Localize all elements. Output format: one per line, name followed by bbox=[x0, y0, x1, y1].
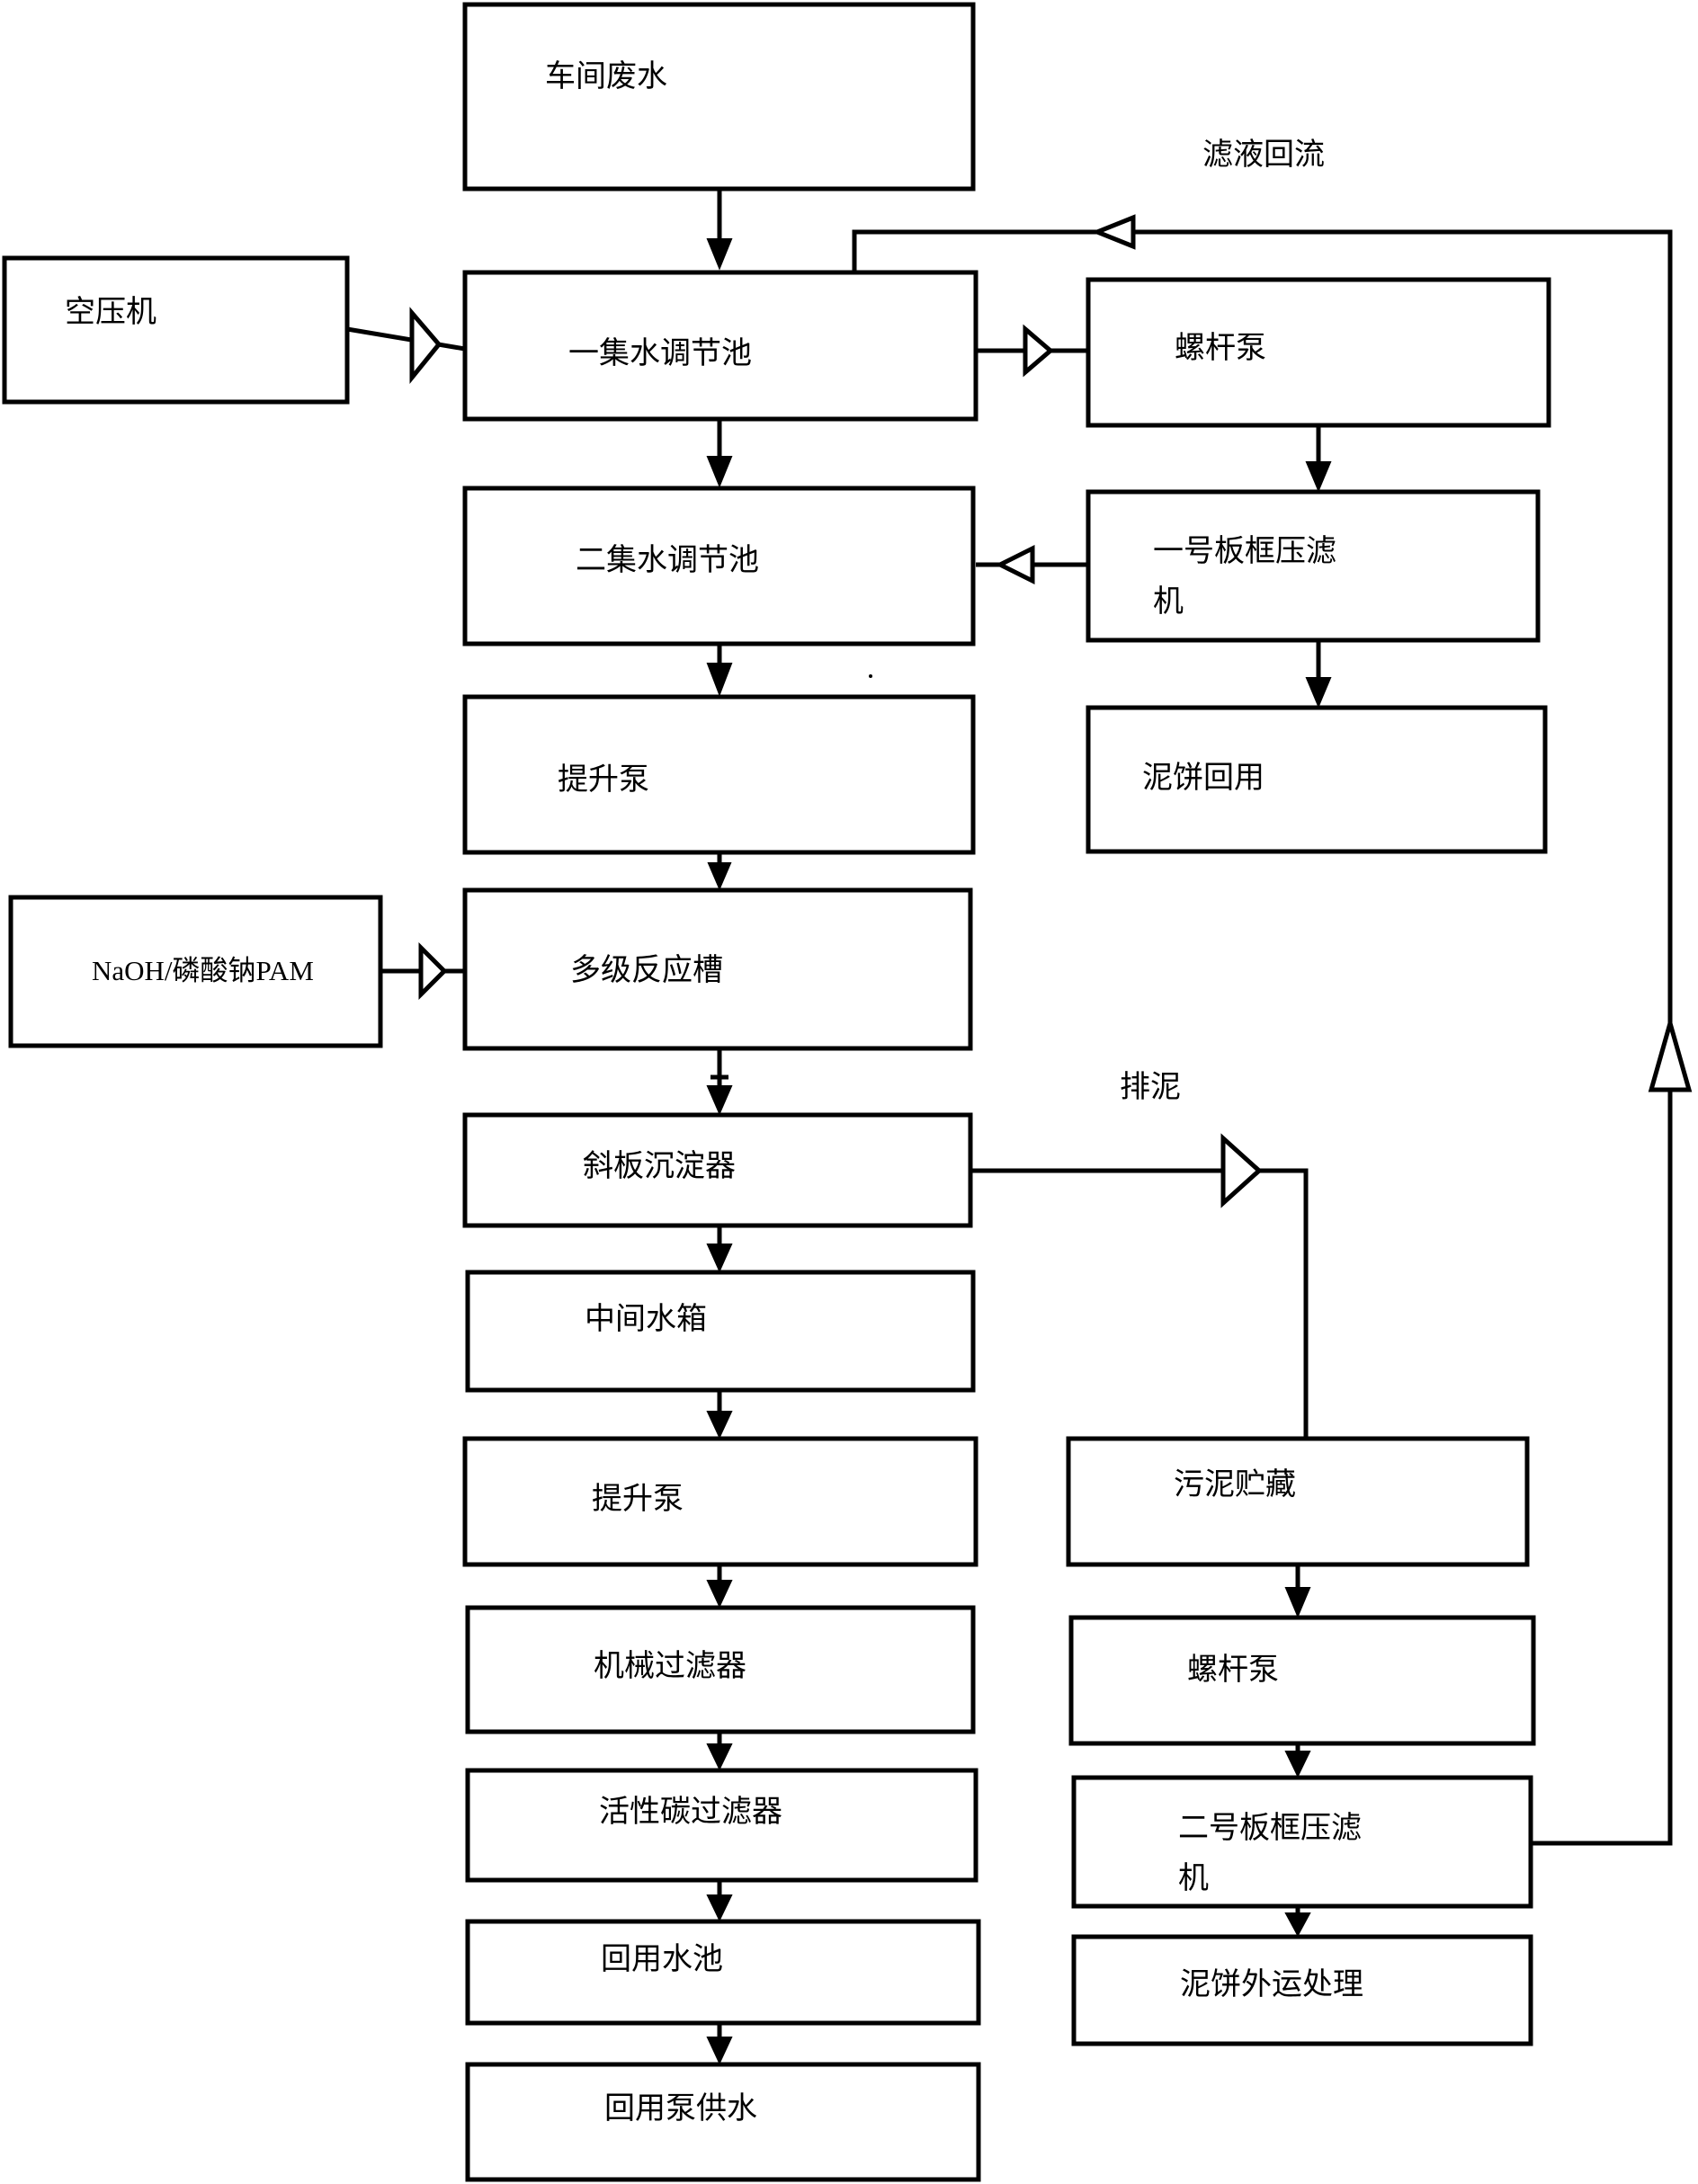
label-reuse-pool: 回用水池 bbox=[601, 1941, 723, 1977]
connector-filtrate-return bbox=[852, 214, 1693, 1846]
label-filtrate-return: 滤液回流 bbox=[1202, 137, 1325, 173]
connector-wastewater-to-tank1 bbox=[706, 189, 733, 271]
connector-filterpress2-to-cakedisposal bbox=[1284, 1906, 1311, 1938]
box-air-compressor bbox=[2, 255, 350, 405]
label-screw-pump-2: 螺杆泵 bbox=[1187, 1652, 1279, 1688]
box-reagents bbox=[8, 895, 383, 1048]
label-air-compressor: 空压机 bbox=[65, 294, 156, 330]
box-sludge-storage bbox=[1066, 1436, 1530, 1567]
box-reuse-pool bbox=[465, 1919, 981, 2026]
box-cake-disposal bbox=[1071, 1934, 1533, 2046]
box-workshop-wastewater bbox=[462, 2, 976, 192]
box-collection-tank-2 bbox=[462, 486, 976, 646]
box-intermediate-tank bbox=[465, 1270, 976, 1393]
connector-filterpress1-to-cakereuse bbox=[1305, 640, 1332, 709]
box-screw-pump-1 bbox=[1086, 277, 1551, 428]
box-lift-pump-1 bbox=[462, 694, 976, 855]
label-multistage-reactor: 多级反应槽 bbox=[570, 952, 723, 988]
connector-liftpump1-to-reactor bbox=[707, 852, 732, 891]
connector-tank1-to-screwpump1 bbox=[976, 324, 1088, 378]
label-mechanical-filter: 机械过滤器 bbox=[594, 1648, 746, 1684]
label-sludge-discharge: 排泥 bbox=[1120, 1069, 1181, 1105]
label-inclined-settler: 斜板沉淀器 bbox=[583, 1148, 736, 1184]
connector-screwpump2-to-filterpress2 bbox=[1284, 1743, 1311, 1778]
connector-tank1-to-tank2 bbox=[706, 419, 733, 488]
connector-liftpump2-to-mechfilter bbox=[706, 1564, 733, 1609]
box-cake-reuse bbox=[1086, 705, 1548, 854]
connector-reactor-to-settler bbox=[706, 1048, 733, 1116]
box-collection-tank-1 bbox=[462, 270, 979, 422]
label-lift-pump-1: 提升泵 bbox=[558, 762, 649, 798]
connector-reagents-to-reactor bbox=[380, 941, 465, 1001]
box-filter-press-1 bbox=[1086, 489, 1541, 643]
box-filter-press-2 bbox=[1071, 1775, 1533, 1909]
label-cake-reuse: 泥饼回用 bbox=[1142, 760, 1265, 796]
connector-sludgestorage-to-screwpump2 bbox=[1284, 1564, 1311, 1618]
box-screw-pump-2 bbox=[1068, 1615, 1536, 1746]
connector-screwpump1-to-filterpress1 bbox=[1305, 425, 1332, 493]
connector-settler-to-intermediate bbox=[706, 1226, 733, 1273]
stray-dot bbox=[869, 674, 872, 678]
box-reuse-pump-supply bbox=[465, 2062, 981, 2182]
box-lift-pump-2 bbox=[462, 1436, 979, 1567]
label-filter-press-2-line1: 二号板框压滤 bbox=[1178, 1810, 1362, 1846]
label-filter-press-1-line1: 一号板框压滤 bbox=[1153, 533, 1336, 569]
label-reuse-pump-supply: 回用泵供水 bbox=[604, 2090, 757, 2126]
label-filter-press-2-line2: 机 bbox=[1178, 1860, 1209, 1896]
label-cake-disposal: 泥饼外运处理 bbox=[1180, 1966, 1363, 2002]
connector-mechfilter-to-carbonfilter bbox=[706, 1732, 733, 1771]
label-collection-tank-2: 二集水调节池 bbox=[576, 542, 759, 578]
connector-tank2-to-liftpump1 bbox=[706, 644, 733, 697]
connector-intermediate-to-liftpump2 bbox=[706, 1390, 733, 1440]
label-filter-press-1-line2: 机 bbox=[1153, 584, 1184, 620]
label-reagents: NaOH/磷酸钠PAM bbox=[92, 955, 314, 986]
label-screw-pump-1: 螺杆泵 bbox=[1175, 330, 1266, 366]
label-collection-tank-1: 一集水调节池 bbox=[568, 335, 752, 371]
label-lift-pump-2: 提升泵 bbox=[592, 1481, 684, 1517]
label-carbon-filter: 活性碳过滤器 bbox=[599, 1794, 782, 1830]
box-mechanical-filter bbox=[465, 1605, 976, 1734]
connector-aircompressor-to-tank1 bbox=[346, 307, 466, 385]
connector-filterpress1-to-tank2 bbox=[976, 544, 1088, 585]
label-workshop-wastewater: 车间废水 bbox=[545, 58, 667, 94]
label-sludge-storage: 污泥贮藏 bbox=[1174, 1466, 1296, 1502]
connector-carbonfilter-to-reusepool bbox=[706, 1880, 733, 1922]
label-intermediate-tank: 中间水箱 bbox=[585, 1301, 707, 1337]
connector-reusepool-to-supply bbox=[706, 2023, 733, 2065]
connector-settler-to-sludgestorage bbox=[970, 1133, 1309, 1439]
